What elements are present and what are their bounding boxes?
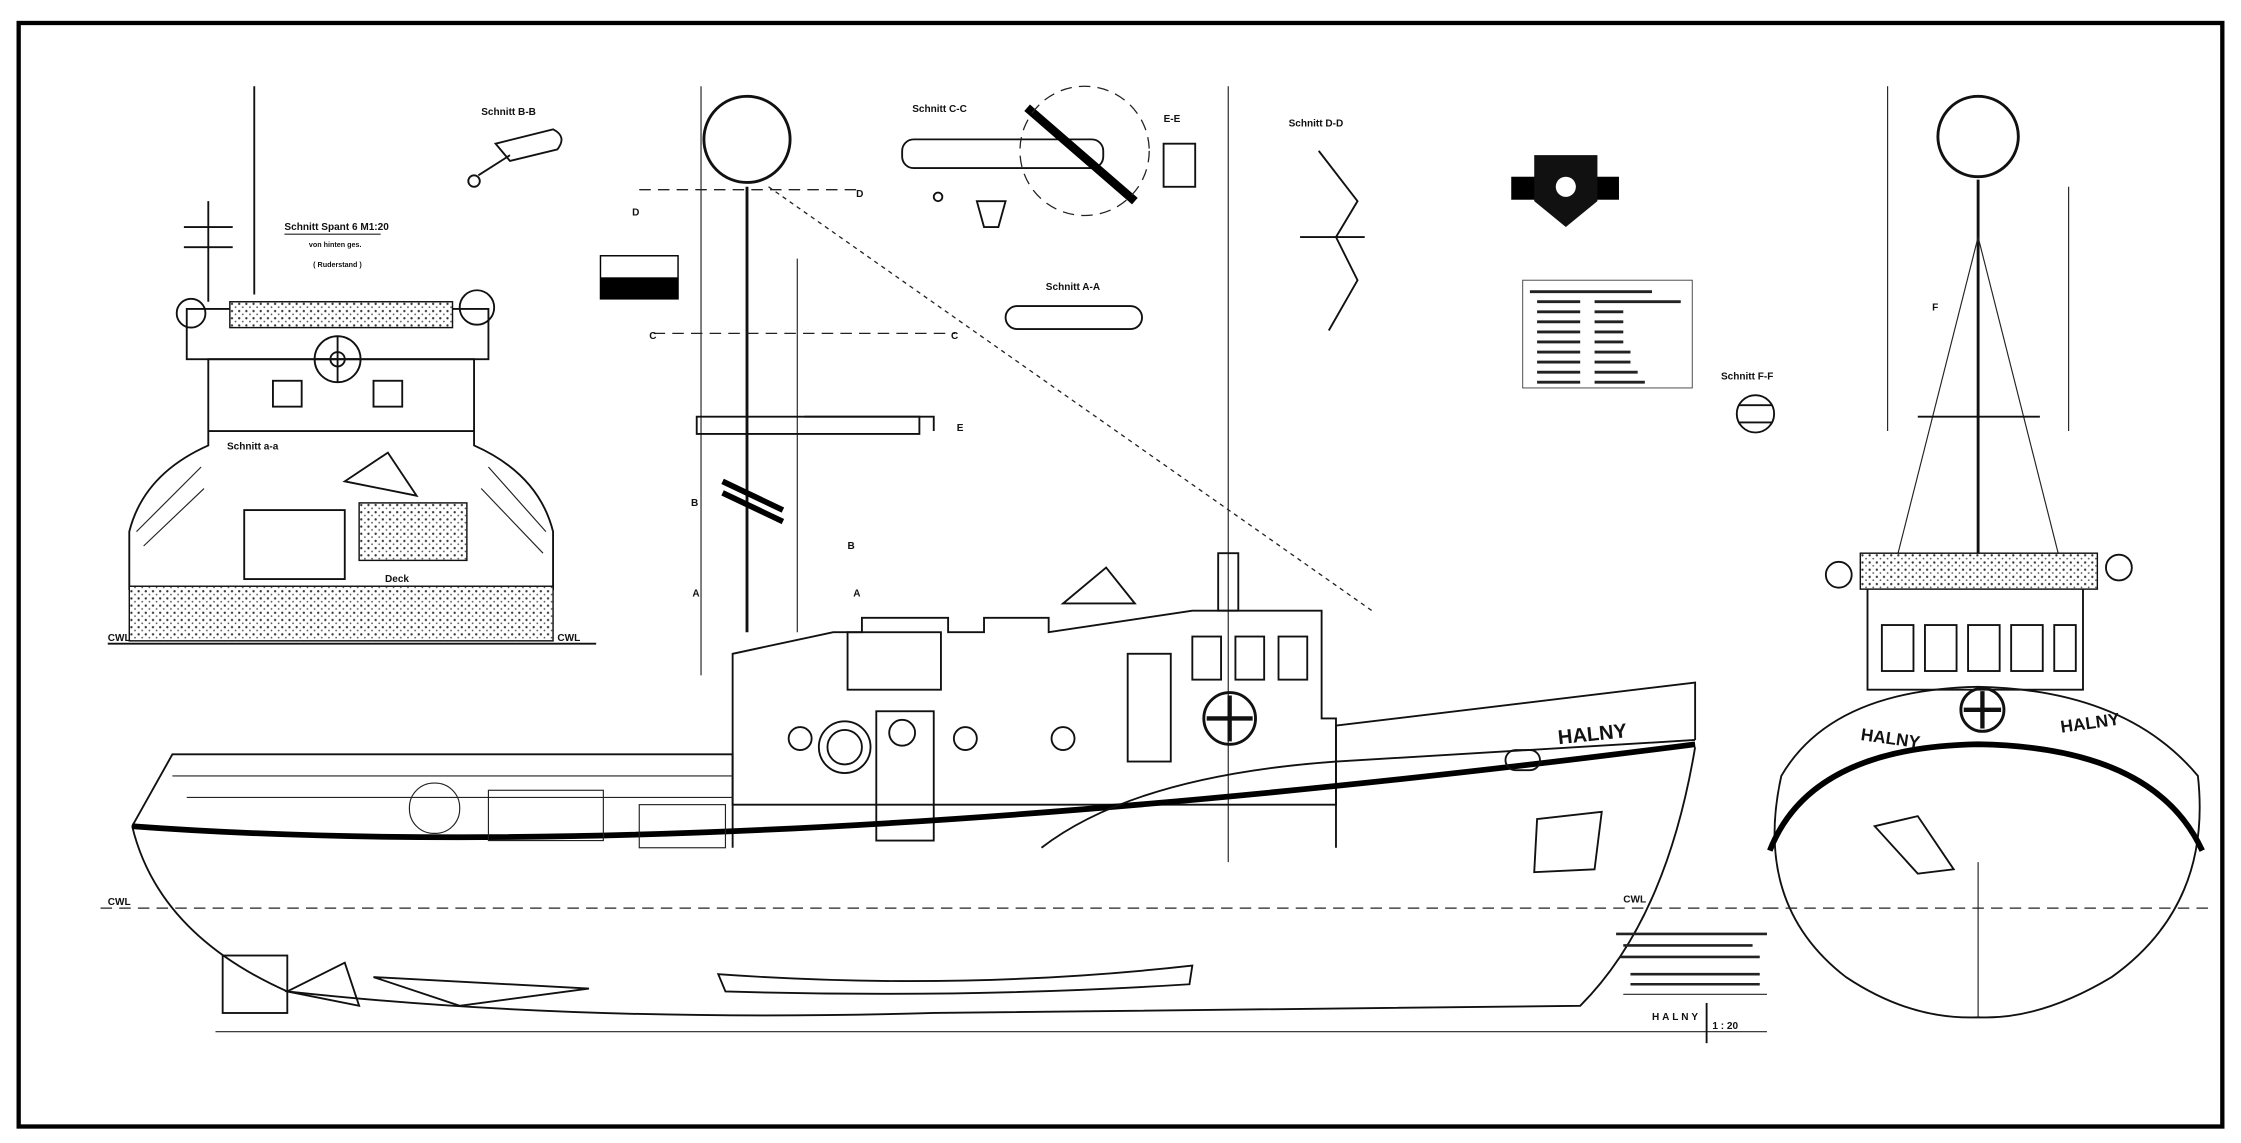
section-a-a-label: Schnitt A-A — [1046, 282, 1100, 293]
stern-view-note: ( Ruderstand ) — [313, 261, 362, 269]
flag-emblem — [599, 155, 1619, 300]
cut-mark-d-2: D — [856, 189, 863, 200]
cut-mark-c: C — [649, 331, 656, 342]
cut-mark-b: B — [691, 498, 698, 509]
stern-view-title: Schnitt Spant 6 M1:20 — [284, 222, 389, 233]
deck-label: Deck — [385, 574, 409, 585]
title-block: HALNY 1 : 20 — [1616, 932, 1767, 1044]
cut-mark-a-2: A — [853, 588, 860, 599]
section-d-d-label: Schnitt D-D — [1289, 118, 1344, 129]
cwl-label-bow: CWL — [1623, 894, 1646, 905]
cwl-label-side: CWL — [108, 897, 131, 908]
side-profile-view: HALNY CWL CWL D D C C B B A A E F — [100, 86, 1938, 1033]
cut-mark-f: F — [1932, 302, 1938, 313]
stern-section-view: Schnitt Spant 6 M1:20 von hinten ges. ( … — [107, 86, 597, 645]
ship-name-front-right: HALNY — [2059, 709, 2121, 737]
section-f-f-label: Schnitt F-F — [1721, 371, 1773, 382]
specification-table — [1522, 279, 1693, 389]
cut-mark-e: E — [957, 423, 964, 434]
cwl-label-left-2: CWL — [557, 633, 580, 644]
section-a-a-inner-label: Schnitt a-a — [227, 442, 279, 453]
bow-front-view: HALNY HALNY — [1766, 86, 2213, 1019]
cwl-label-left: CWL — [108, 633, 131, 644]
cut-mark-c-2: C — [951, 331, 958, 342]
cut-mark-b-2: B — [848, 541, 855, 552]
cut-mark-d: D — [632, 208, 639, 219]
section-c-c-label: Schnitt C-C — [912, 104, 967, 115]
ship-name-front-left: HALNY — [1860, 724, 1922, 752]
title-block-scale: 1 : 20 — [1712, 1021, 1738, 1032]
detail-sections: Schnitt B-B Schnitt C-C E-E Schnitt D-D … — [467, 85, 1776, 434]
section-b-b-label: Schnitt B-B — [481, 107, 536, 118]
section-e-e-label: E-E — [1164, 114, 1181, 125]
cut-mark-a: A — [692, 588, 699, 599]
title-block-ship-name: HALNY — [1652, 1012, 1701, 1023]
sheet-border — [16, 20, 2225, 1129]
stern-view-subtitle: von hinten ges. — [309, 241, 362, 249]
